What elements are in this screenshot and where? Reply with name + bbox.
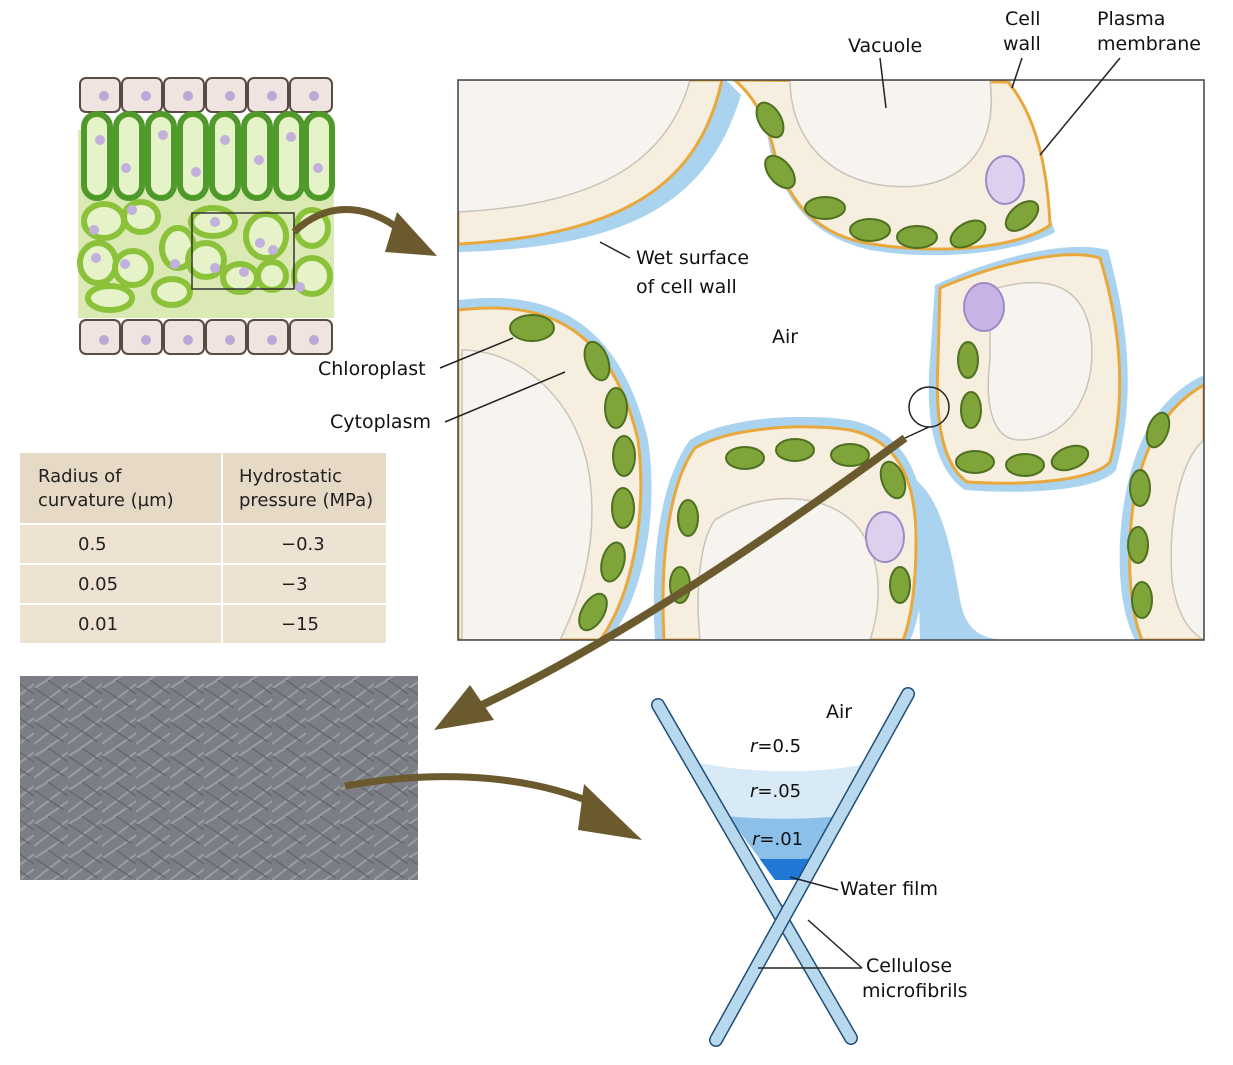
label-radius-0-05: r=.05 — [750, 781, 801, 802]
leader-lines — [439, 57, 1121, 423]
cell-far-right — [1119, 375, 1204, 640]
table-cell-radius: 0.5 — [20, 524, 223, 564]
spongy-mesophyll — [77, 199, 333, 313]
upper-epidermis — [79, 77, 333, 113]
label-cell-wall-line1: Cell — [1005, 8, 1041, 30]
label-air-bottom: Air — [826, 701, 852, 723]
cell-lower-left — [458, 297, 652, 640]
label-plasma-membrane-line1: Plasma — [1097, 8, 1165, 30]
micrograph-arrow — [434, 426, 930, 730]
label-chloroplast: Chloroplast — [318, 358, 426, 380]
label-cellulose-line1: Cellulose — [866, 955, 952, 977]
table-cell-pressure: −3 — [222, 563, 386, 604]
table-row: 0.5 −0.3 — [20, 524, 386, 564]
table-cell-radius: 0.01 — [20, 603, 223, 643]
lower-epidermis — [79, 319, 333, 355]
table-row: 0.01 −15 — [20, 603, 386, 643]
label-plasma-membrane-line2: membrane — [1097, 33, 1201, 55]
cell-top-right — [722, 80, 1055, 256]
zoom-arrow — [291, 206, 437, 256]
table-cell-radius: 0.05 — [20, 563, 223, 604]
label-wet-surface-line1: Wet surface — [636, 247, 749, 269]
label-cytoplasm: Cytoplasm — [330, 411, 431, 433]
micrograph — [20, 676, 418, 880]
cell-right-middle — [928, 246, 1128, 492]
table-cell-pressure: −15 — [222, 603, 386, 643]
table-row: 0.05 −3 — [20, 563, 386, 604]
label-wet-surface-line2: of cell wall — [636, 276, 737, 298]
mesophyll-enlargement — [439, 57, 1205, 641]
label-radius-0-01: r=.01 — [752, 829, 803, 850]
table-cell-pressure: −0.3 — [281, 533, 325, 555]
label-radius-0-5: r=0.5 — [750, 736, 801, 757]
label-vacuole: Vacuole — [848, 35, 922, 57]
fibril-arrow — [344, 773, 642, 840]
meniscus-diagram: Air r=0.5 r=.05 r=.01 Water film Cellulo… — [651, 687, 968, 1047]
label-cell-wall-line2: wall — [1003, 33, 1041, 55]
label-cellulose-line2: microfibrils — [862, 980, 968, 1002]
zoom-region-box — [191, 212, 295, 290]
palisade-layer — [81, 111, 335, 201]
label-water-film: Water film — [840, 878, 938, 900]
label-air-top: Air — [772, 326, 798, 348]
leaf-cross-section — [77, 77, 335, 355]
cell-top-left — [458, 80, 724, 246]
